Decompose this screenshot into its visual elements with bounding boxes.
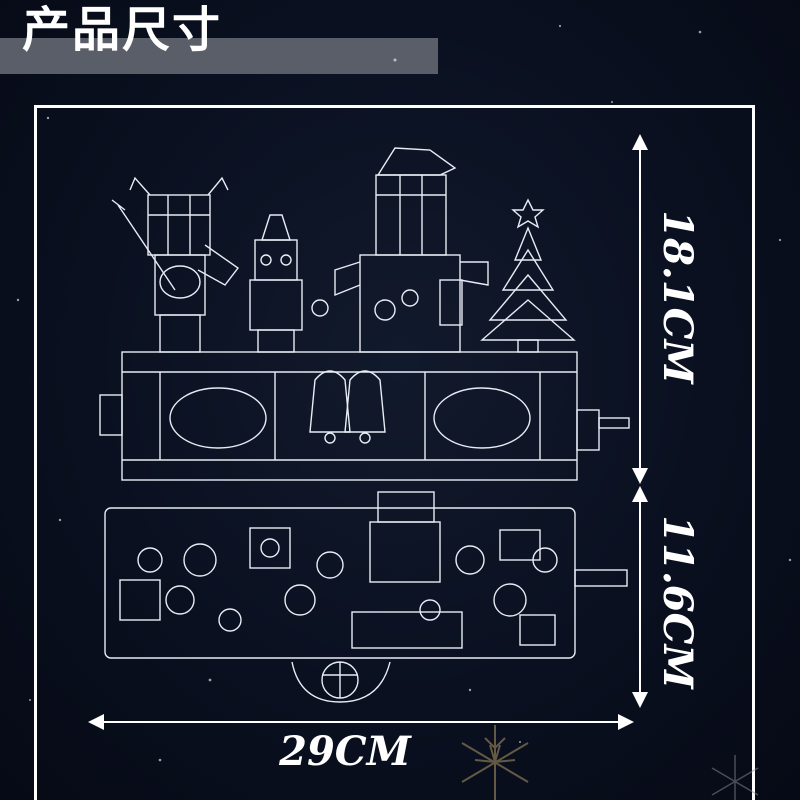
depth-dimension-label: 11.6CM <box>654 515 701 689</box>
height-dimension-arrow <box>632 134 648 484</box>
front-view-drawing <box>99 147 630 481</box>
width-dimension-arrow <box>88 714 634 730</box>
dimension-frame <box>34 105 755 800</box>
height-dimension-label: 18.1CM <box>654 210 701 384</box>
page-title: 产品尺寸 <box>22 2 223 58</box>
header-bar <box>0 38 438 74</box>
depth-dimension-arrow <box>632 486 648 708</box>
snowflake-icon <box>461 725 529 800</box>
width-dimension-label: 29CM <box>279 728 411 775</box>
sparkle-stars <box>16 24 792 762</box>
snowflake-icon-small <box>711 755 759 800</box>
top-view-drawing <box>104 491 628 703</box>
